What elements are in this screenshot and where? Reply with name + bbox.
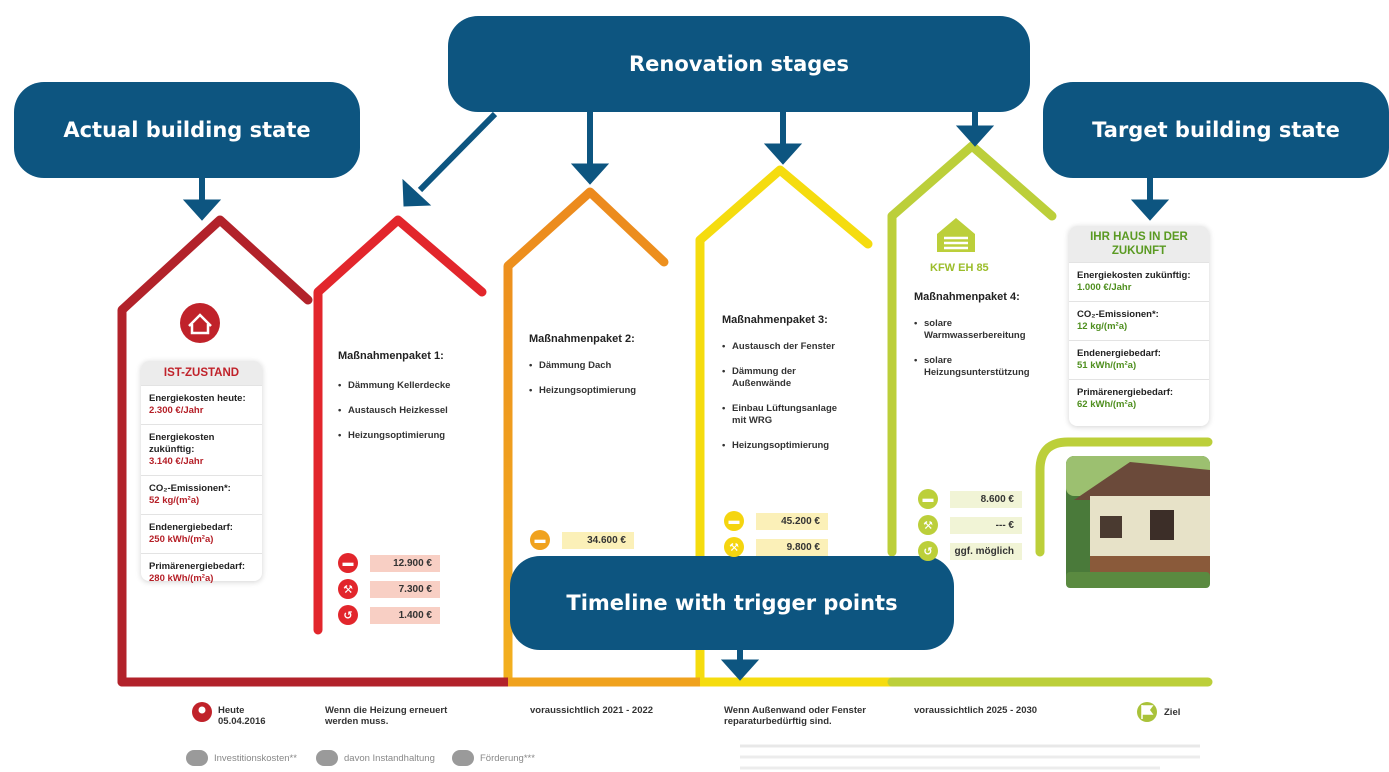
target-connector-line xyxy=(1035,437,1213,557)
legend-invest: Investitionskosten** xyxy=(186,750,297,766)
ist-row: CO₂-Emissionen*: 52 kg/(m²a) xyxy=(141,475,262,514)
ist-row: Energiekosten heute: 2.300 €/Jahr xyxy=(141,385,262,424)
callout-actual-state: Actual building state xyxy=(14,82,360,178)
target-row: CO₂-Emissionen*: 12 kg/(m²a) xyxy=(1069,301,1209,340)
package-4-invest-cost: 8.600 € xyxy=(950,491,1022,508)
invest-icon: ▬ xyxy=(918,489,938,509)
package-2-invest-cost: 34.600 € xyxy=(562,532,634,549)
funding-icon: ↺ xyxy=(918,541,938,561)
maintenance-icon: ⚒ xyxy=(338,579,358,599)
package-1-title: Maßnahmenpaket 1: xyxy=(338,350,444,362)
funding-icon: ↺ xyxy=(338,605,358,625)
package-3-list: Austausch der Fenster Dämmung der Außenw… xyxy=(722,341,872,465)
house-outline-paket-3 xyxy=(695,165,873,687)
ist-zustand-card: IST-ZUSTAND Energiekosten heute: 2.300 €… xyxy=(141,361,262,584)
callout-renovation-stages: Renovation stages xyxy=(448,16,1030,112)
callout-timeline: Timeline with trigger points xyxy=(510,556,954,650)
maintenance-icon: ⚒ xyxy=(918,515,938,535)
target-state-card: IHR HAUS IN DER ZUKUNFT Energiekosten zu… xyxy=(1069,226,1209,426)
package-2-title: Maßnahmenpaket 2: xyxy=(529,333,635,345)
list-item: Heizungsoptimierung xyxy=(722,440,872,452)
timeline-trigger-3: Wenn Außenwand oder Fenster reparaturbed… xyxy=(724,705,866,727)
ist-row: Primärenergiebedarf: 280 kWh/(m²a) xyxy=(141,553,262,592)
list-item: Heizungsoptimierung xyxy=(529,385,679,397)
package-3-invest-cost: 45.200 € xyxy=(756,513,828,530)
invest-icon: ▬ xyxy=(724,511,744,531)
timeline-trigger-1: Wenn die Heizung erneuert werden muss. xyxy=(325,705,448,727)
timeline-trigger-4: voraussichtlich 2025 - 2030 xyxy=(914,705,1038,716)
maintenance-icon: ⚒ xyxy=(724,537,744,557)
ist-row: Endenergiebedarf: 250 kWh/(m²a) xyxy=(141,514,262,553)
package-4-list: solare Warmwasserbereitung solare Heizun… xyxy=(914,318,1034,392)
target-card-title: IHR HAUS IN DER ZUKUNFT xyxy=(1069,226,1209,262)
list-item: Austausch Heizkessel xyxy=(338,405,478,417)
list-item: Dämmung der Außenwände xyxy=(722,366,812,390)
target-row: Energiekosten zukünftig: 1.000 €/Jahr xyxy=(1069,262,1209,301)
package-1-fund-cost: 1.400 € xyxy=(370,607,440,624)
maintenance-legend-icon xyxy=(316,750,338,766)
funding-legend-icon xyxy=(452,750,474,766)
house-outline-paket-1 xyxy=(313,215,487,635)
list-item: solare Warmwasserbereitung xyxy=(914,318,1034,342)
list-item: Dämmung Kellerdecke xyxy=(338,380,478,392)
timeline-goal: Ziel xyxy=(1164,707,1181,718)
package-3-title: Maßnahmenpaket 3: xyxy=(722,314,828,326)
package-1-invest-cost: 12.900 € xyxy=(370,555,440,572)
house-outline-paket-2 xyxy=(503,187,669,687)
target-row: Primärenergiebedarf: 62 kWh/(m²a) xyxy=(1069,379,1209,418)
ist-card-title: IST-ZUSTAND xyxy=(141,361,262,385)
ist-row: Energiekosten zukünftig: 3.140 €/Jahr xyxy=(141,424,262,475)
house-photo xyxy=(1066,456,1210,588)
package-4-fund-cost: ggf. möglich xyxy=(950,543,1022,560)
list-item: Einbau Lüftungsanlage mit WRG xyxy=(722,403,852,427)
house-outline-ist xyxy=(117,215,313,687)
invest-icon: ▬ xyxy=(530,530,550,550)
target-row: Endenergiebedarf: 51 kWh/(m²a) xyxy=(1069,340,1209,379)
timeline-trigger-2: voraussichtlich 2021 - 2022 xyxy=(530,705,654,716)
package-2-list: Dämmung Dach Heizungsoptimierung xyxy=(529,360,679,410)
kfw-badge: KFW EH 85 xyxy=(930,262,989,274)
callout-target-state: Target building state xyxy=(1043,82,1389,178)
invest-legend-icon xyxy=(186,750,208,766)
list-item: Heizungsoptimierung xyxy=(338,430,478,442)
package-3-maint-cost: 9.800 € xyxy=(756,539,828,556)
ist-house-circle xyxy=(180,303,220,343)
timeline-today: Heute 05.04.2016 xyxy=(218,705,266,727)
package-1-maint-cost: 7.300 € xyxy=(370,581,440,598)
legend-funding: Förderung*** xyxy=(452,750,535,766)
list-item: Dämmung Dach xyxy=(529,360,679,372)
invest-icon: ▬ xyxy=(338,553,358,573)
list-item: Austausch der Fenster xyxy=(722,341,872,353)
package-4-title: Maßnahmenpaket 4: xyxy=(914,291,1020,303)
package-4-maint-cost: --- € xyxy=(950,517,1022,534)
legend-maintenance: davon Instandhaltung xyxy=(316,750,435,766)
package-1-list: Dämmung Kellerdecke Austausch Heizkessel… xyxy=(338,380,478,455)
list-item: solare Heizungsunterstützung xyxy=(914,355,1034,379)
house-outline-paket-4 xyxy=(887,141,1057,557)
